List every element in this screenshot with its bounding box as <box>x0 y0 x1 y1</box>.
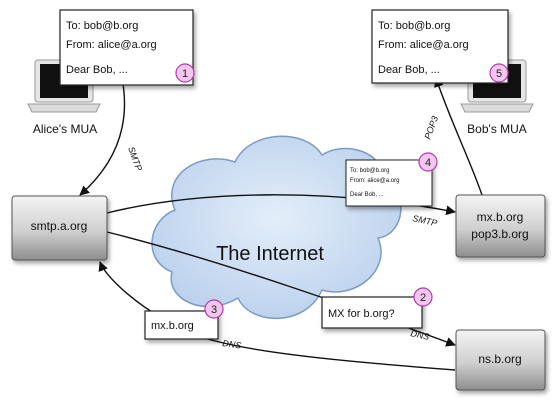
transit-note-body: Dear Bob, ... <box>350 192 384 198</box>
step-3-badge: 3 <box>204 299 224 319</box>
bob-message-note <box>371 9 509 84</box>
step-3-number: 3 <box>211 304 217 316</box>
dns-answer-protocol-label: DNS <box>222 338 242 351</box>
alice-note-to: To: bob@b.org <box>66 20 138 32</box>
bob-note-from: From: alice@a.org <box>378 39 469 51</box>
smtp-submit-arrow <box>79 77 126 196</box>
bob-note-to: To: bob@b.org <box>378 20 450 32</box>
pop3-protocol-label: POP3 <box>422 115 440 141</box>
step-1-number: 1 <box>182 68 188 80</box>
mx-query-label: MX for b.org? <box>328 308 395 320</box>
alice-note-from: From: alice@a.org <box>66 39 157 51</box>
step-4-number: 4 <box>425 157 431 169</box>
step-2-badge: 2 <box>413 287 433 307</box>
smtp-a-server <box>11 195 108 261</box>
step-5-badge: 5 <box>489 63 509 83</box>
step-2-number: 2 <box>420 292 426 304</box>
internet-cloud: The Internet <box>151 135 402 320</box>
transit-message-note <box>345 159 433 207</box>
mx-query-note <box>321 296 423 329</box>
alice-mua-label: Alice's MUA <box>33 122 97 136</box>
bob-mua-label: Bob's MUA <box>467 122 527 136</box>
mx-answer-note <box>144 310 219 340</box>
transit-note-from: From: alice@a.org <box>350 178 399 184</box>
mx-answer-label: mx.b.org <box>151 320 194 332</box>
alice-message-note <box>59 9 194 86</box>
step-5-number: 5 <box>496 68 502 80</box>
smtp-relay-protocol-label: SMTP <box>412 213 439 228</box>
pop3-b-server-label: pop3.b.org <box>471 227 528 241</box>
bob-note-body: Dear Bob, ... <box>378 64 440 76</box>
dns-query-protocol-label: DNS <box>410 328 431 342</box>
transit-note-to: To: bob@b.org <box>350 168 389 174</box>
ns-b-server <box>455 329 546 391</box>
internet-label: The Internet <box>216 243 324 265</box>
smtp-client-protocol-label: SMTP <box>126 145 144 172</box>
mx-b-server <box>455 194 546 258</box>
alice-note-body: Dear Bob, ... <box>66 64 128 76</box>
step-1-badge: 1 <box>175 63 195 83</box>
ns-b-server-label: ns.b.org <box>478 352 521 366</box>
mx-b-server-label: mx.b.org <box>477 210 524 224</box>
dns-query-arrow <box>106 231 456 347</box>
smtp-a-server-label: smtp.a.org <box>31 219 88 233</box>
step-4-badge: 4 <box>418 152 438 172</box>
pop3-arrow <box>434 77 483 196</box>
